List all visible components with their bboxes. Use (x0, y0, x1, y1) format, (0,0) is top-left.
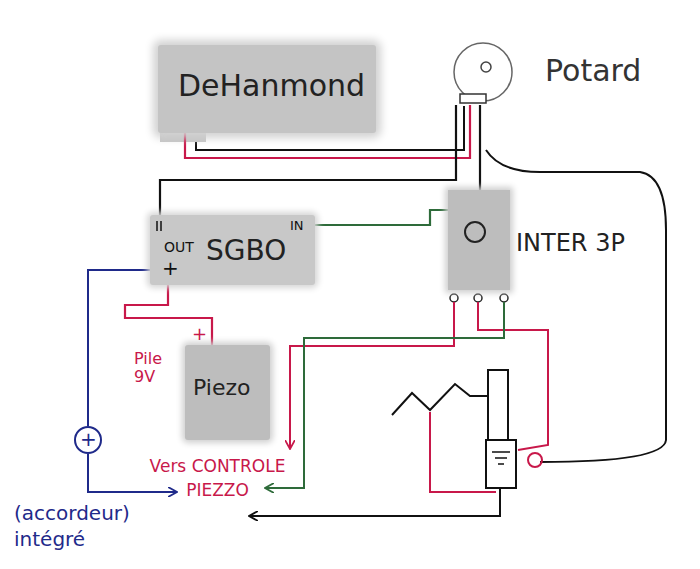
minus-mark (154, 219, 174, 239)
jack-symbol (486, 440, 516, 488)
pot-body (454, 43, 512, 101)
node-label: DeHanmond (178, 69, 365, 104)
black-wire (486, 150, 666, 462)
node-label: INTER 3P (516, 230, 625, 258)
node-label: Piezo (193, 375, 250, 400)
node-label: OUT (164, 239, 194, 255)
switch-symbol (448, 190, 510, 290)
node-label: + (162, 257, 179, 280)
jack-symbol (488, 370, 508, 440)
wire-connector (479, 105, 481, 190)
node-label: Potard (545, 54, 641, 89)
pickup-box: DeHanmond (158, 45, 376, 133)
switch-lug (474, 294, 482, 302)
plus-label: + (80, 428, 96, 451)
solder-loop (528, 453, 542, 467)
switch-knob (465, 222, 485, 242)
switch-box: INTER 3P (448, 190, 648, 290)
ground-symbol (492, 452, 510, 464)
red-wire (430, 412, 496, 492)
plus-label: + (192, 324, 207, 345)
switch-lug (450, 294, 458, 302)
switch-body (448, 190, 510, 290)
switch-lug (500, 294, 508, 302)
node-label: IN (290, 219, 304, 234)
pot-symbol (450, 40, 520, 110)
pot-lugs (460, 94, 486, 103)
piezo-box: Piezo (185, 345, 270, 440)
preamp-box: OUT SGBO IN + (150, 215, 315, 285)
potentiometer: Potard (450, 40, 670, 105)
minus-mark (157, 221, 161, 231)
battery-label: Pile 9V (134, 350, 180, 387)
target-note: Vers CONTROLE PIEZZO (130, 455, 305, 503)
wire-connector (125, 285, 212, 345)
plus-circle (75, 427, 101, 453)
blue-wire (88, 270, 150, 426)
tuner-note: (accordeur) intégré (14, 500, 154, 552)
wire-connector (315, 210, 448, 225)
pot-shaft (481, 62, 491, 72)
red-wire (478, 302, 548, 450)
node-label: SGBO (206, 235, 286, 267)
jack-symbol (392, 384, 488, 415)
black-wire (250, 488, 500, 516)
green-wire (266, 302, 504, 488)
